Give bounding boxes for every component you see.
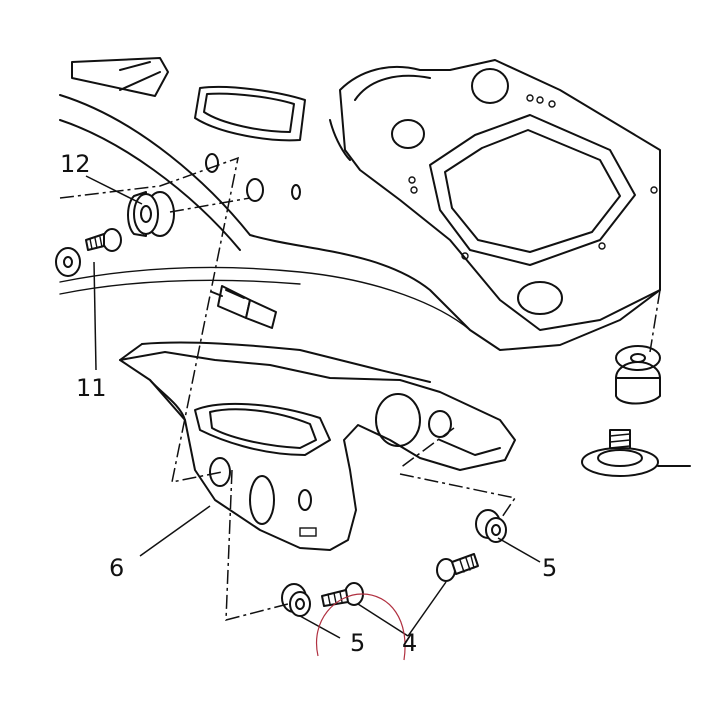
callout-4: 4 bbox=[402, 629, 417, 657]
callout-5-right: 5 bbox=[542, 554, 557, 582]
grommet-part bbox=[127, 191, 175, 237]
callout-11: 11 bbox=[76, 374, 107, 402]
assembly-lines bbox=[59, 156, 661, 621]
electrical-connector bbox=[211, 285, 277, 329]
annotation-circle bbox=[315, 593, 406, 661]
callout-5-left: 5 bbox=[350, 629, 365, 657]
bracket-part-6 bbox=[119, 341, 516, 551]
leader-lines bbox=[85, 175, 541, 639]
right-grommet-bolt bbox=[581, 345, 691, 477]
bolt-part-11 bbox=[55, 228, 122, 277]
upper-frame bbox=[59, 57, 661, 351]
callout-6: 6 bbox=[109, 554, 124, 582]
bolt-part-4 bbox=[321, 553, 479, 607]
spacer-part-5 bbox=[281, 509, 507, 617]
callout-12: 12 bbox=[60, 150, 91, 178]
cable-line bbox=[59, 266, 471, 331]
